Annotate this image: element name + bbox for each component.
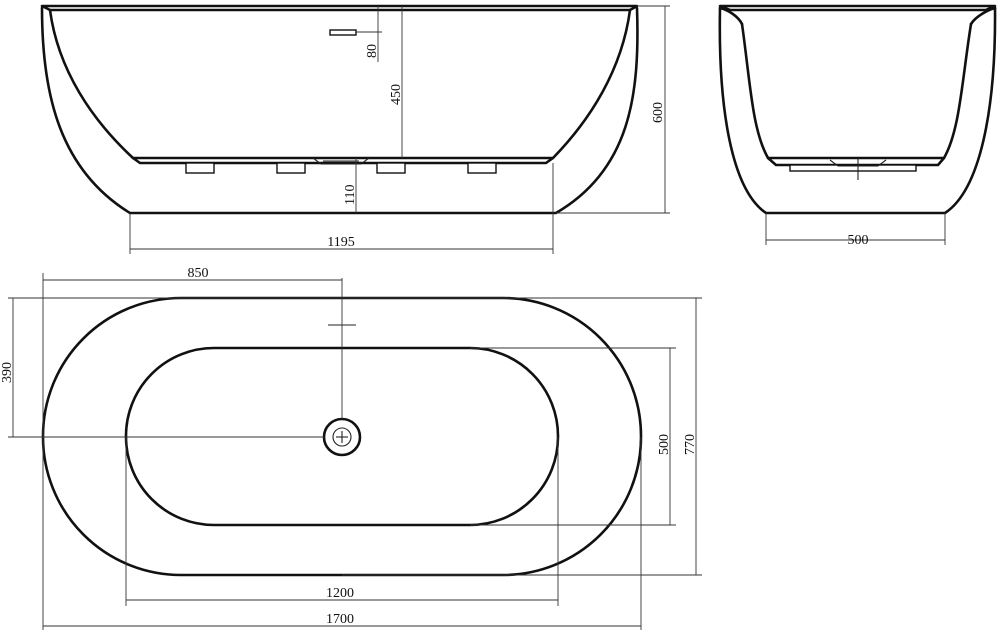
side-tub-floor xyxy=(766,156,946,167)
dim-label-80: 80 xyxy=(365,44,380,58)
dim-label-390: 390 xyxy=(0,362,15,383)
plan-drain-inner xyxy=(332,427,352,447)
dim-label-110: 110 xyxy=(343,185,358,205)
side-inner-wall-left xyxy=(740,22,770,160)
front-rim xyxy=(40,4,639,12)
front-drain xyxy=(312,157,370,165)
front-inner-wall-right xyxy=(551,8,632,160)
dim-label-450: 450 xyxy=(389,84,404,105)
side-rim-curl-left xyxy=(718,6,744,26)
plan-view: 850 390 500 770 1200 1700 xyxy=(0,266,702,630)
front-foot-1 xyxy=(185,162,215,174)
side-rim-curl-right xyxy=(969,6,997,26)
dim-label-500: 500 xyxy=(657,434,672,455)
dim-label-1195: 1195 xyxy=(327,235,354,250)
dim-label-side-500: 500 xyxy=(848,233,869,248)
side-inner-wall-right xyxy=(942,22,973,160)
dim-label-600: 600 xyxy=(651,102,666,123)
side-outer-body xyxy=(718,6,997,215)
front-overflow-outlet xyxy=(329,29,357,36)
front-foot-2 xyxy=(276,162,306,174)
side-rim xyxy=(718,4,997,12)
dim-label-850: 850 xyxy=(188,266,209,281)
side-elevation-view: 500 xyxy=(718,4,997,248)
side-foot xyxy=(789,164,917,172)
front-foot-3 xyxy=(376,162,406,174)
dim-label-1200: 1200 xyxy=(326,586,354,601)
front-outer-body xyxy=(40,6,639,215)
front-foot-4 xyxy=(467,162,497,174)
front-inner-wall-left xyxy=(48,8,135,160)
dim-label-770: 770 xyxy=(683,434,698,455)
front-elevation-view: 80 450 110 600 1195 xyxy=(40,4,670,254)
dim-label-1700: 1700 xyxy=(326,612,354,627)
front-tub-floor xyxy=(131,156,555,165)
